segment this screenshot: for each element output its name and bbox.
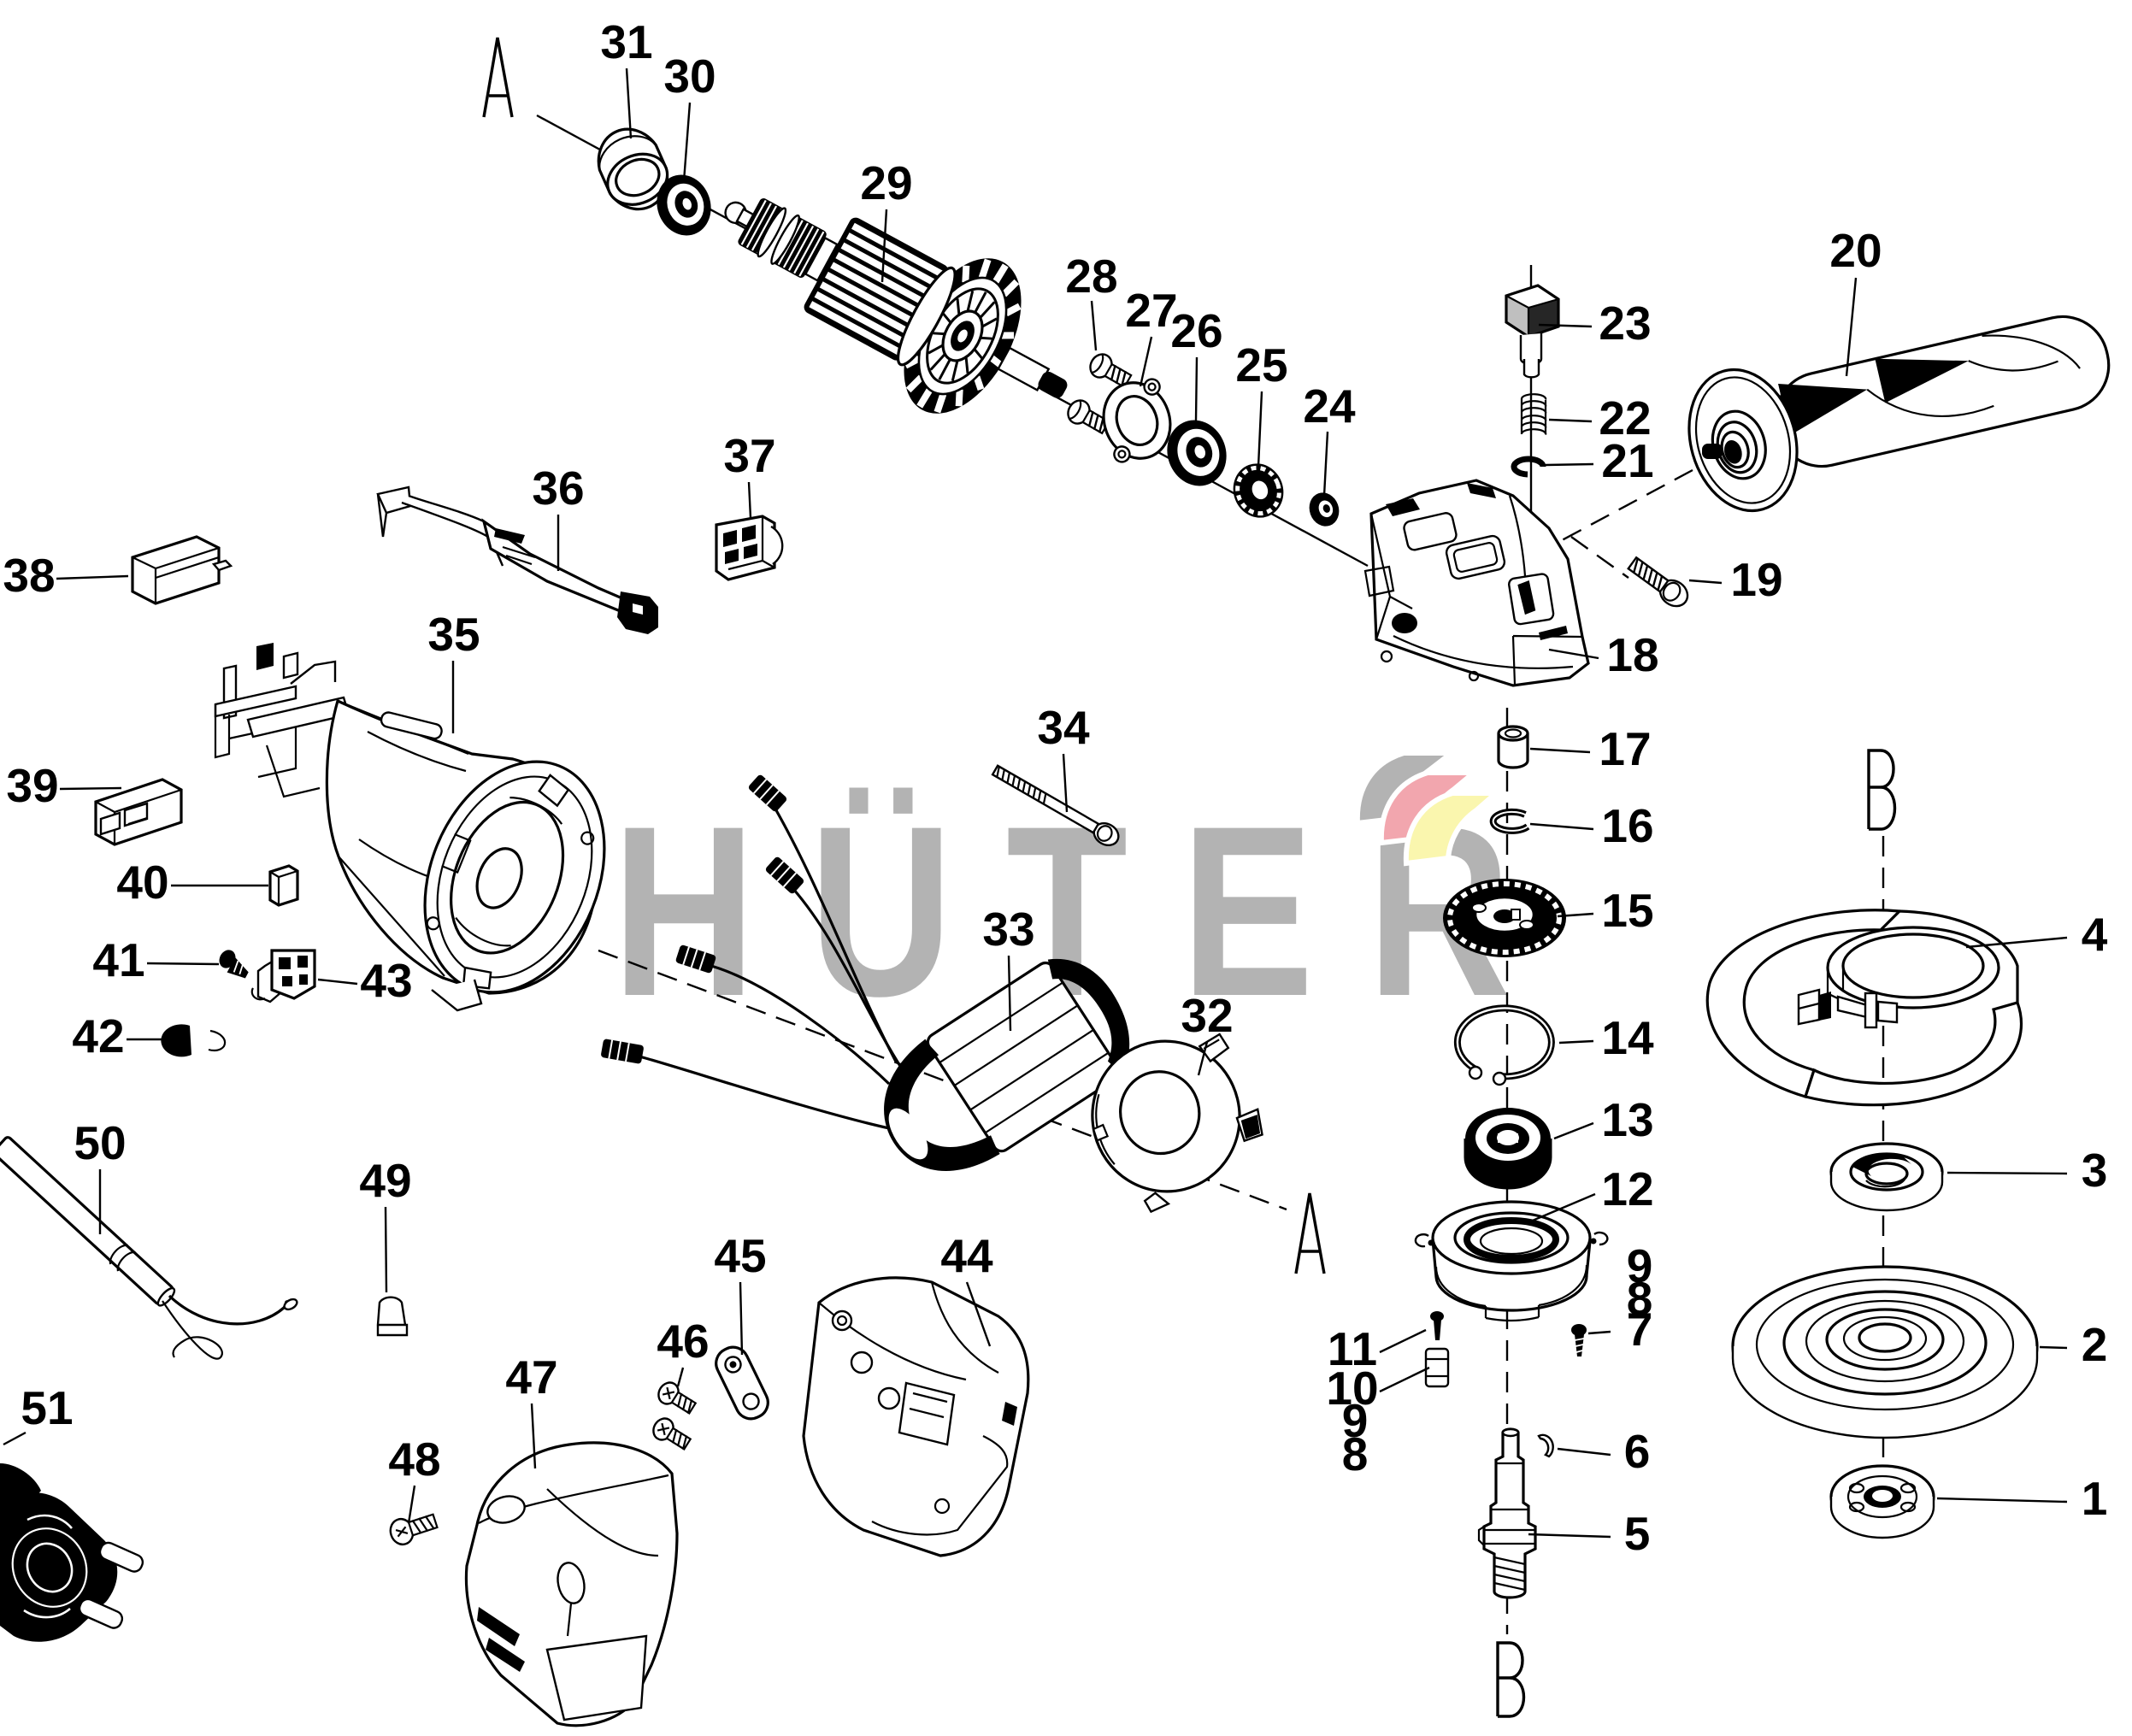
svg-text:25: 25 — [1235, 338, 1287, 391]
svg-text:11: 11 — [1328, 1322, 1377, 1375]
svg-text:9: 9 — [1342, 1394, 1369, 1447]
svg-text:1: 1 — [2082, 1472, 2108, 1525]
svg-text:22: 22 — [1599, 391, 1651, 444]
svg-text:43: 43 — [360, 954, 412, 1007]
svg-text:24: 24 — [1303, 380, 1356, 433]
svg-text:13: 13 — [1601, 1093, 1653, 1146]
svg-text:6: 6 — [1624, 1425, 1651, 1478]
svg-text:50: 50 — [74, 1116, 126, 1169]
svg-text:18: 18 — [1606, 628, 1658, 681]
svg-text:46: 46 — [657, 1315, 709, 1368]
svg-text:5: 5 — [1624, 1507, 1651, 1560]
svg-text:40: 40 — [116, 856, 168, 909]
svg-text:8: 8 — [1342, 1427, 1369, 1480]
svg-text:37: 37 — [723, 429, 775, 482]
svg-text:51: 51 — [21, 1381, 73, 1434]
svg-text:32: 32 — [1181, 989, 1233, 1042]
svg-text:42: 42 — [72, 1009, 124, 1062]
svg-text:12: 12 — [1601, 1162, 1653, 1215]
svg-text:9: 9 — [1627, 1239, 1653, 1292]
svg-text:3: 3 — [2082, 1144, 2108, 1197]
svg-text:35: 35 — [427, 608, 480, 661]
svg-text:16: 16 — [1601, 799, 1653, 852]
svg-text:15: 15 — [1601, 884, 1653, 937]
svg-text:49: 49 — [359, 1154, 411, 1207]
svg-text:23: 23 — [1599, 297, 1651, 350]
svg-text:33: 33 — [982, 903, 1034, 956]
svg-text:20: 20 — [1829, 224, 1882, 277]
svg-text:31: 31 — [600, 15, 652, 68]
svg-text:28: 28 — [1065, 250, 1117, 303]
svg-text:36: 36 — [532, 462, 584, 515]
svg-text:7: 7 — [1627, 1303, 1653, 1356]
svg-text:19: 19 — [1730, 553, 1782, 606]
svg-text:14: 14 — [1601, 1011, 1654, 1064]
svg-text:38: 38 — [3, 549, 55, 602]
svg-text:45: 45 — [714, 1229, 766, 1282]
svg-text:21: 21 — [1601, 434, 1653, 487]
svg-text:41: 41 — [92, 933, 144, 986]
svg-text:39: 39 — [6, 759, 58, 812]
svg-text:44: 44 — [940, 1229, 993, 1282]
svg-text:48: 48 — [388, 1433, 440, 1486]
svg-text:29: 29 — [860, 156, 912, 209]
svg-text:47: 47 — [505, 1351, 557, 1404]
svg-text:34: 34 — [1037, 701, 1090, 754]
svg-text:17: 17 — [1599, 722, 1651, 775]
svg-text:4: 4 — [2082, 908, 2108, 961]
svg-text:8: 8 — [1627, 1272, 1653, 1325]
svg-text:2: 2 — [2082, 1318, 2108, 1371]
svg-text:26: 26 — [1170, 304, 1222, 357]
svg-text:27: 27 — [1125, 284, 1177, 337]
svg-text:10: 10 — [1326, 1362, 1378, 1415]
svg-text:30: 30 — [663, 50, 716, 103]
